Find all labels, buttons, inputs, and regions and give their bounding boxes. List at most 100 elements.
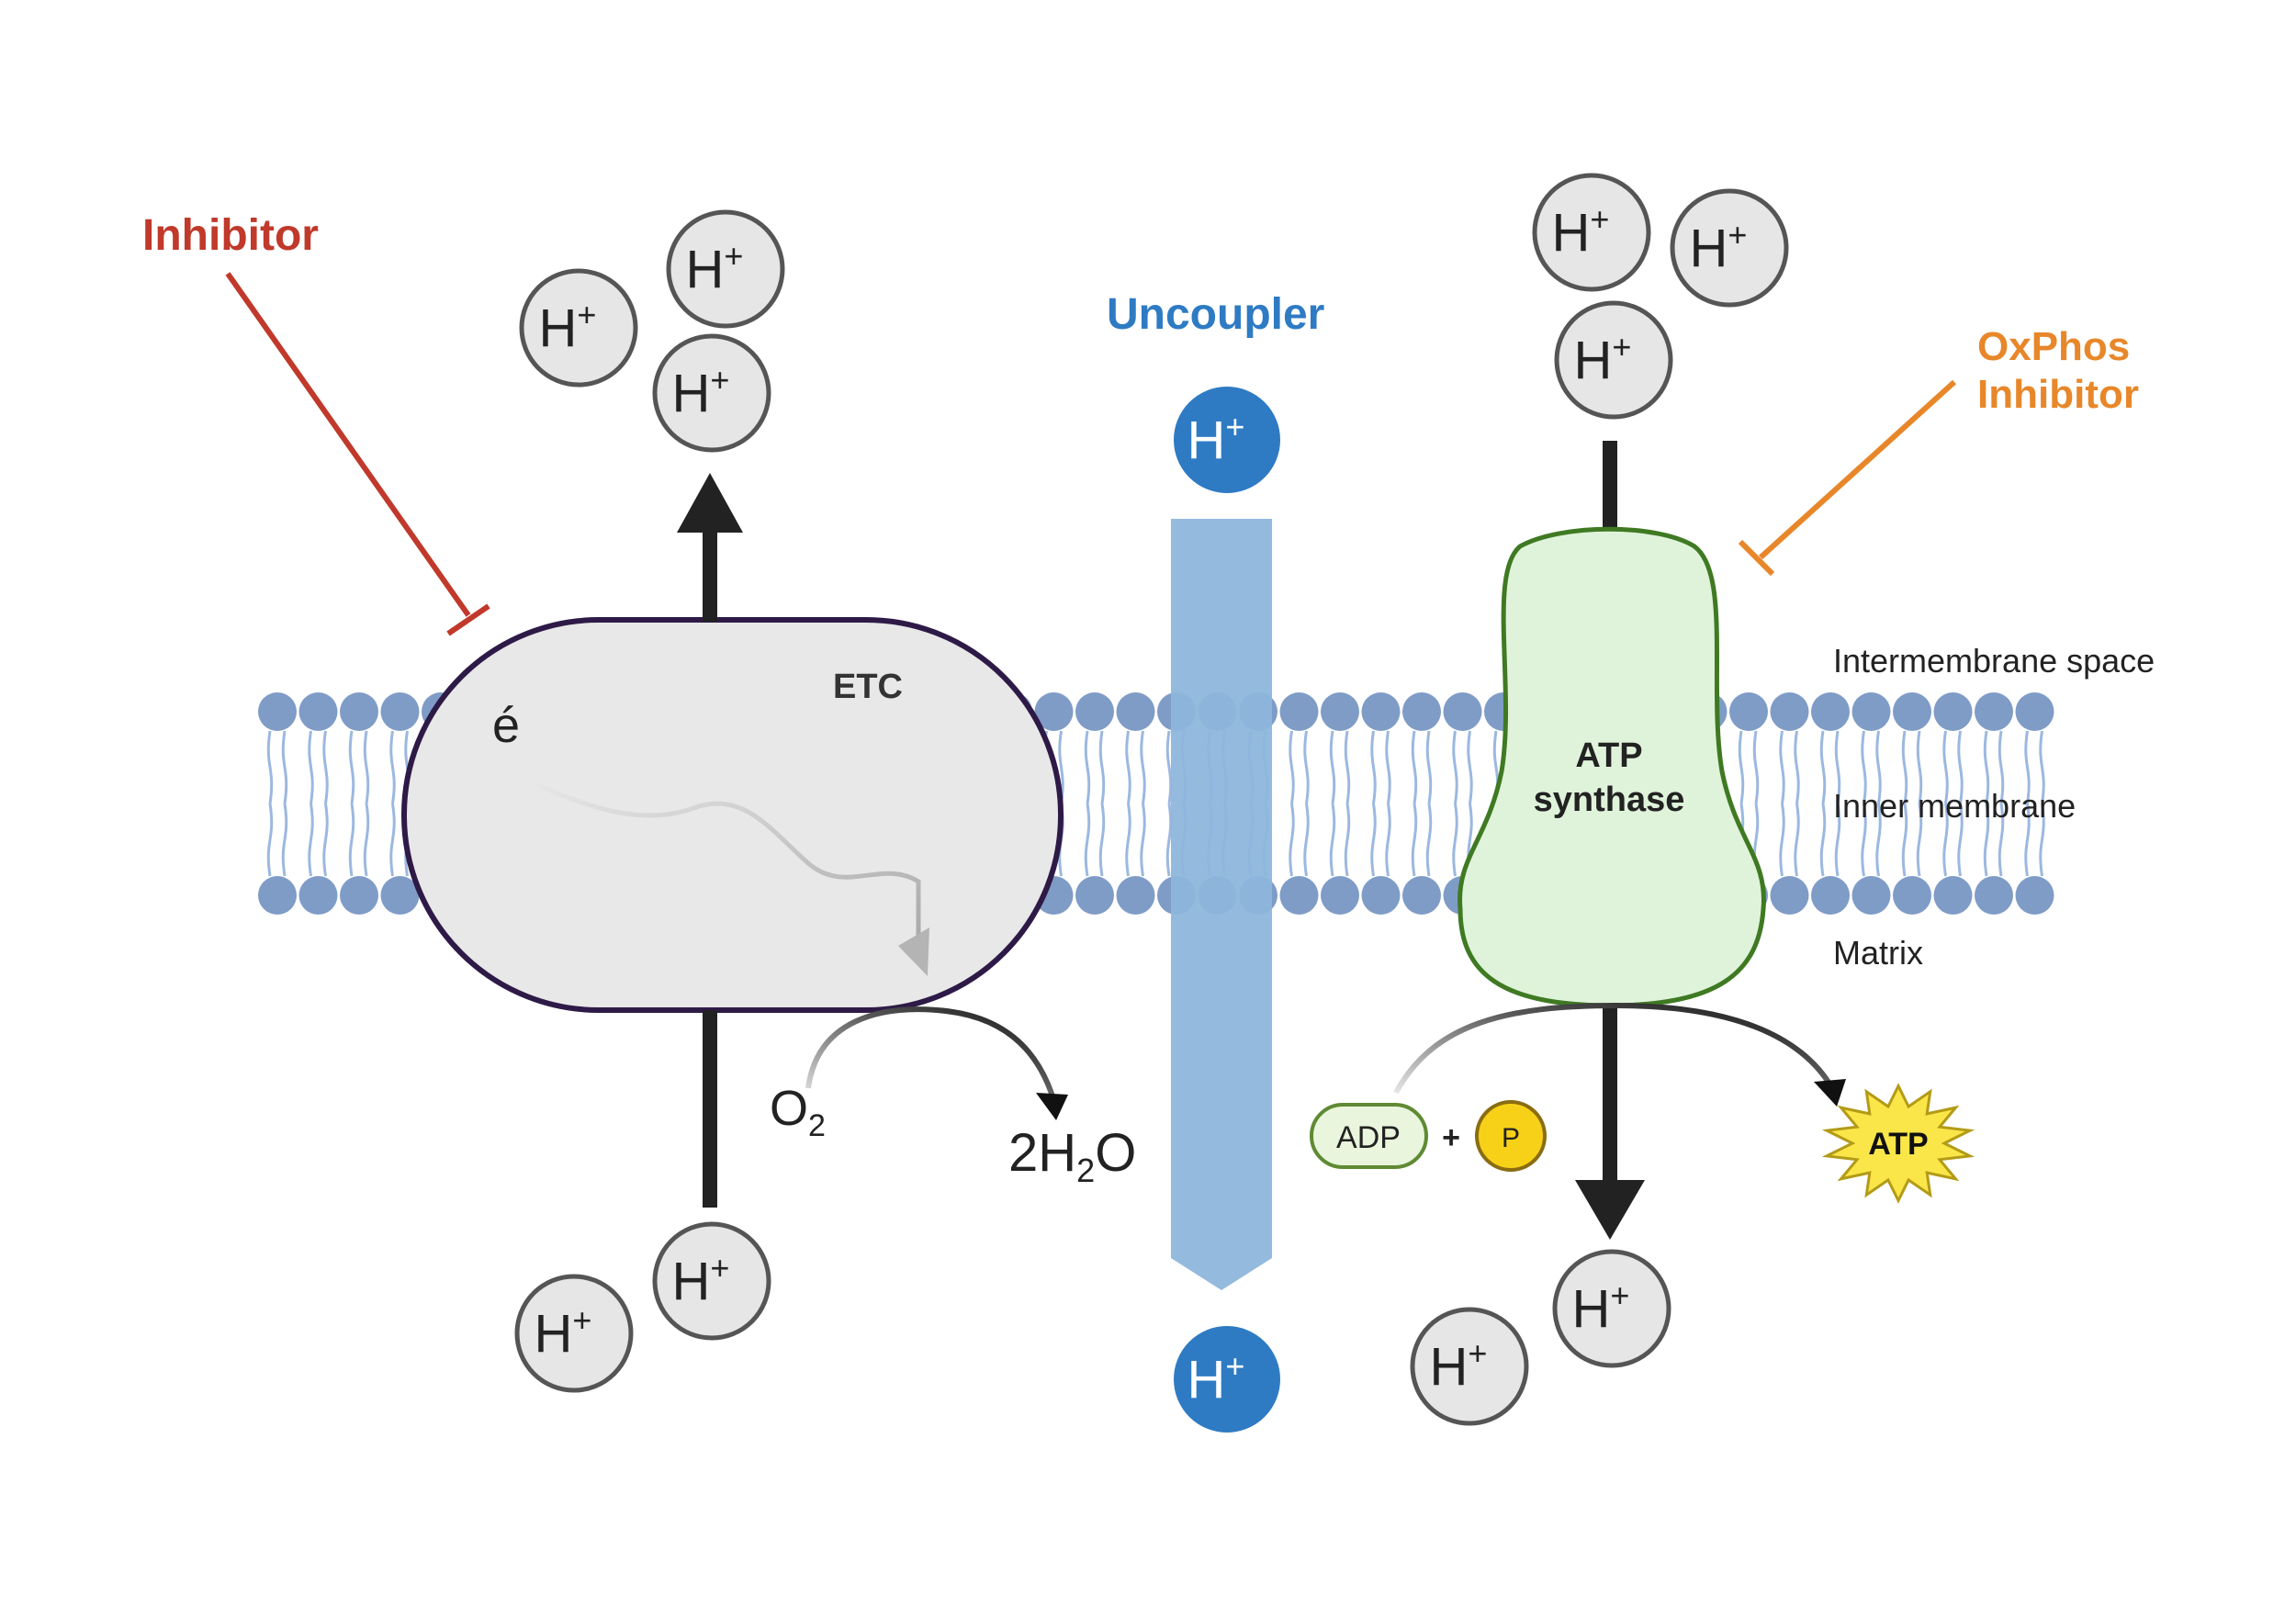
proton: H+ xyxy=(1410,1307,1529,1426)
lipid-head xyxy=(1770,876,1809,915)
lipid-head xyxy=(1075,876,1114,915)
atp-starburst xyxy=(1821,1083,1975,1204)
lipid-head xyxy=(340,692,378,731)
lipid-head xyxy=(1851,692,1891,731)
lipid-head xyxy=(1116,692,1155,731)
lipid-head xyxy=(1729,692,1768,731)
proton-charge: + xyxy=(1612,328,1631,365)
oxphos-inhibitor-line xyxy=(1738,379,1957,577)
proton-label: H+ xyxy=(539,296,597,358)
oxygen-reduction-arrow xyxy=(805,1006,1068,1120)
lipid-tail-pair xyxy=(1942,730,1964,877)
proton-charge: + xyxy=(710,1249,729,1287)
proton-circle xyxy=(652,1221,771,1341)
proton-circle xyxy=(1670,188,1789,308)
inner-membrane-label: Inner membrane xyxy=(1833,787,2076,825)
proton-label: H+ xyxy=(672,1249,730,1311)
etc-label: ETC xyxy=(833,668,903,706)
phosphate-label: P xyxy=(1502,1123,1520,1153)
lipid-head xyxy=(1770,692,1809,731)
uncoupler-label: Uncoupler xyxy=(1107,290,1324,339)
proton-circle xyxy=(1410,1307,1529,1426)
etc-proton-pump-arrow xyxy=(677,473,743,1208)
proton-label: H+ xyxy=(1552,200,1610,263)
proton-circle xyxy=(652,333,771,453)
plus-sign: + xyxy=(1442,1120,1460,1155)
proton: H+ xyxy=(1554,300,1673,420)
uncoupler-channel xyxy=(1171,519,1272,1290)
lipid-head xyxy=(1975,692,2013,731)
lipid-head xyxy=(1893,692,1931,731)
proton-charge: + xyxy=(1225,1347,1244,1385)
uncoupler-proton: H+ xyxy=(1170,1322,1284,1436)
proton-label: H+ xyxy=(535,1301,592,1364)
phosphate-molecule xyxy=(1475,1100,1547,1172)
proton-group: H+H+H+H+H+H+H+H+H+H+H+H+ xyxy=(514,173,1789,1436)
proton-charge: + xyxy=(1590,200,1609,238)
atp-synthase xyxy=(1458,526,1766,1008)
proton-base: H xyxy=(672,364,711,423)
lipid-tail-pair xyxy=(1983,730,2005,877)
lipid-head xyxy=(258,876,297,915)
lipid-tail-pair xyxy=(1084,730,1106,877)
proton-label: H+ xyxy=(1572,1276,1630,1339)
lipid-tail-pair xyxy=(266,730,288,877)
lipid-tail-pair xyxy=(1819,730,1841,877)
lipid-tail-pair xyxy=(1901,730,1923,877)
oxphos-label-line2: Inhibitor xyxy=(1977,372,2139,417)
lipid-head xyxy=(380,876,420,915)
proton-base: H xyxy=(1552,203,1591,263)
proton-charge: + xyxy=(577,296,596,333)
oxphos-label-line1: OxPhos xyxy=(1977,324,2130,369)
proton-charge: + xyxy=(724,237,743,275)
lipid-head xyxy=(1975,876,2013,915)
proton-base: H xyxy=(672,1252,711,1311)
proton-circle xyxy=(514,1274,634,1393)
electron-label: é xyxy=(492,698,520,753)
proton: H+ xyxy=(666,209,785,329)
etc-complex xyxy=(401,617,1064,1013)
lipid-head xyxy=(298,692,338,731)
lipid-tail-pair xyxy=(1411,730,1433,877)
lipid-tail-pair xyxy=(348,730,370,877)
proton-base: H xyxy=(539,298,578,358)
uncoupler-proton: H+ xyxy=(1170,383,1284,497)
lipid-tail-pair xyxy=(1370,730,1391,877)
lipid-head xyxy=(1116,876,1155,915)
proton-circle xyxy=(1170,1322,1284,1436)
proton-charge: + xyxy=(1610,1276,1629,1314)
inhibitor-label: Inhibitor xyxy=(142,211,319,260)
proton-circle xyxy=(1554,300,1673,420)
lipid-head xyxy=(1933,876,1973,915)
lipid-head xyxy=(1893,876,1931,915)
lipid-head xyxy=(1402,692,1441,731)
lipid-tail-pair xyxy=(1289,730,1310,877)
lipid-head xyxy=(1811,876,1850,915)
atp-synthase-stalk xyxy=(1575,441,1645,1240)
lipid-head xyxy=(298,876,338,915)
proton-charge: + xyxy=(1225,408,1244,445)
proton-label: H+ xyxy=(686,237,744,299)
lipid-head xyxy=(1361,692,1401,731)
lipid-head xyxy=(1402,876,1441,915)
lipid-head xyxy=(1321,876,1359,915)
proton: H+ xyxy=(1552,1249,1671,1368)
proton-base: H xyxy=(1430,1337,1469,1397)
lipid-head xyxy=(1933,692,1973,731)
proton-charge: + xyxy=(1728,216,1747,253)
proton-base: H xyxy=(535,1304,573,1364)
adp-molecule xyxy=(1310,1103,1428,1169)
electron-path xyxy=(526,778,921,955)
proton-base: H xyxy=(1690,219,1728,278)
water-label: 2H2O xyxy=(1008,1123,1136,1189)
atp-production-arrow xyxy=(1393,1002,1846,1107)
proton-base: H xyxy=(1572,1279,1611,1339)
atp-product-label: ATP xyxy=(1868,1127,1928,1162)
lipid-head xyxy=(1075,692,1114,731)
proton-charge: + xyxy=(572,1301,591,1339)
lipid-head xyxy=(1034,692,1074,731)
lipid-head xyxy=(2015,692,2054,731)
proton: H+ xyxy=(1670,188,1789,308)
